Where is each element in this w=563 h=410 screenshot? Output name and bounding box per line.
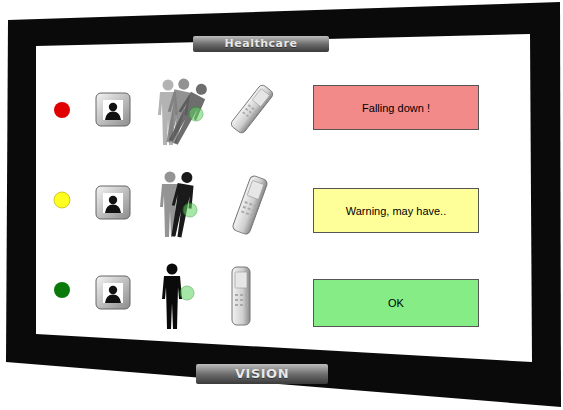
- brand-plate: [196, 364, 328, 384]
- swaying-silhouettes: [160, 170, 198, 238]
- status-light: [54, 282, 70, 298]
- status-text: Warning, may have..: [346, 205, 446, 217]
- status-light: [54, 192, 70, 208]
- falling-silhouettes: [158, 77, 213, 147]
- brand-label: Healthcare: [193, 36, 329, 52]
- brand-plate: [193, 36, 329, 52]
- status-text: OK: [388, 297, 404, 309]
- standing-silhouette: [162, 264, 194, 330]
- brand-label: VISION: [196, 364, 328, 384]
- monitor-screen: [36, 34, 532, 362]
- status-light: [54, 102, 70, 118]
- person-icon: [96, 93, 130, 309]
- status-box: Warning, may have..: [313, 188, 479, 233]
- monitor-frame: [6, 2, 561, 407]
- status-text: Falling down !: [362, 102, 430, 114]
- phone-symbol: [230, 83, 275, 325]
- status-box: OK: [313, 279, 479, 327]
- status-box: Falling down !: [313, 85, 479, 130]
